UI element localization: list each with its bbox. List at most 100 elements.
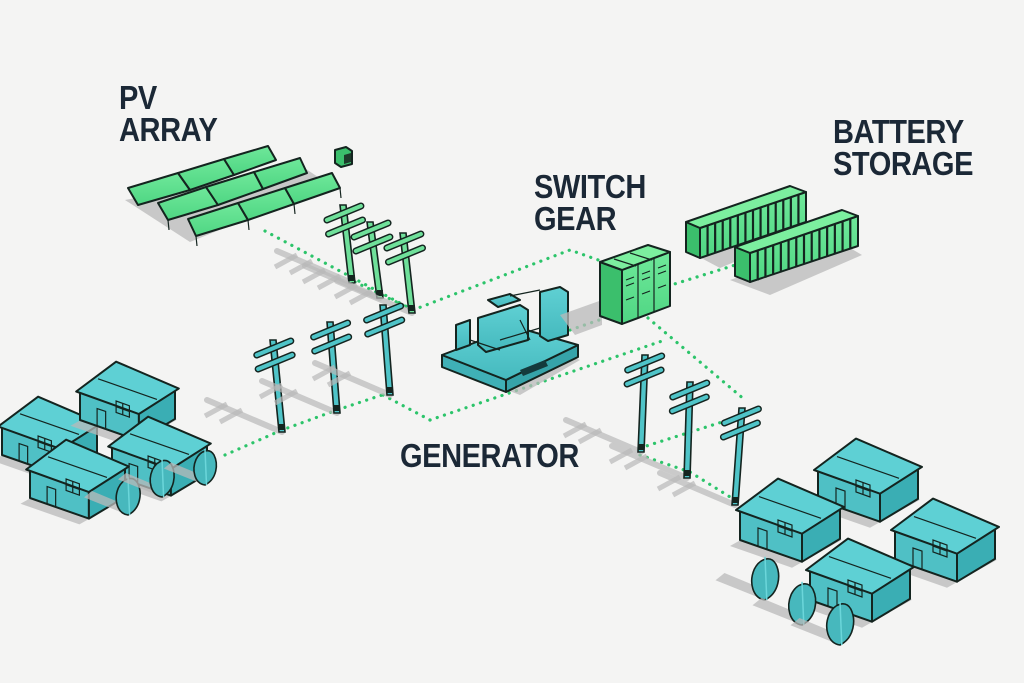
house-window: [855, 479, 871, 498]
house-window: [37, 435, 52, 454]
pole-crossarm: [324, 204, 363, 222]
pole-shadow-arms: [311, 364, 352, 388]
pole-crossarm: [312, 335, 351, 353]
switchgear-panels: [625, 264, 667, 301]
wire-switchgear-to-battery: [666, 260, 747, 288]
tree: [790, 601, 855, 646]
roof-ridge: [129, 433, 190, 455]
house: [20, 438, 130, 525]
pole-base-band: [732, 497, 738, 503]
pole-shadow-arms: [656, 474, 697, 498]
tree: [715, 556, 780, 601]
pole-crossarm: [722, 407, 761, 425]
tree: [163, 448, 218, 486]
pole-shadow: [312, 360, 393, 398]
house-roof: [75, 360, 180, 416]
roof-ridge: [47, 456, 108, 478]
pole-crossarm: [353, 235, 392, 253]
utility-pole: [333, 230, 426, 316]
switch-gear: [560, 244, 671, 335]
pole-shadow: [259, 378, 340, 416]
utility-pole: [608, 379, 711, 481]
house-roof: [805, 537, 915, 595]
house-roof: [107, 415, 212, 471]
pv-array-label-line-2: ARRAY: [119, 111, 218, 148]
pole-base-band: [377, 290, 383, 296]
house-roof: [890, 497, 1000, 555]
pole-shadow: [609, 443, 690, 481]
utility-pole: [656, 405, 762, 508]
house-door: [46, 485, 57, 507]
pole-shaft: [379, 304, 394, 396]
house-door: [128, 462, 139, 484]
pole-shadow-arms: [333, 282, 374, 306]
pole-shadow-arms: [203, 401, 244, 425]
pole-shaft: [637, 354, 649, 453]
pole-crossarm: [386, 246, 425, 264]
house-door: [827, 587, 838, 609]
pole-crossarm: [352, 221, 391, 239]
pole-shadow-arms: [258, 382, 299, 406]
utility-pole: [258, 319, 353, 416]
pole-crossarm: [365, 318, 404, 336]
roof-ridge: [97, 378, 158, 400]
utility-pole: [311, 302, 406, 398]
house-door: [18, 442, 29, 464]
pole-crossarm: [670, 381, 709, 399]
west-neighborhood: [0, 360, 218, 525]
inverter-box: [334, 146, 353, 168]
house-roof: [813, 437, 923, 495]
wire-poles-to-generator: [411, 248, 606, 312]
pole-base-band: [684, 470, 690, 476]
east-utility-poles: [562, 352, 762, 508]
pole-base-band: [349, 275, 355, 281]
pole-shadow: [657, 470, 738, 508]
pole-shadow-arms: [273, 252, 314, 276]
generator-label: GENERATOR: [400, 437, 579, 474]
pole-base-band: [279, 424, 285, 430]
pole-crossarm: [256, 353, 295, 371]
pole-shadow-arms: [608, 447, 649, 471]
roof-ridge: [19, 413, 80, 435]
roof-ridge: [913, 516, 977, 539]
house-door: [96, 407, 107, 429]
west-utility-poles: [203, 302, 406, 435]
tree-highlight: [764, 556, 768, 601]
pole-shadow-arms: [562, 421, 603, 445]
roof-ridge: [836, 456, 900, 479]
pole-shadow-arms: [301, 267, 342, 291]
pole-base-band: [334, 405, 340, 411]
switch-gear-label-line-1: SWITCH: [534, 168, 646, 205]
east-neighborhood: [715, 437, 1000, 646]
tree-highlight: [204, 448, 208, 486]
pole-shaft: [683, 381, 694, 479]
generator-label-line-1: GENERATOR: [400, 437, 579, 474]
house-door: [835, 487, 846, 509]
house: [885, 497, 1000, 588]
wire-generator-to-east-poles: [428, 338, 667, 422]
roof-ridge: [828, 556, 892, 579]
pole-crossarm: [670, 395, 709, 413]
pole-shadow: [204, 397, 285, 435]
house-window: [115, 400, 130, 419]
battery-container-2: [730, 209, 862, 295]
pole-crossarm: [625, 368, 664, 386]
pole-crossarm: [254, 339, 293, 357]
pv-array-label-line-1: PV: [119, 79, 157, 116]
pole-base-band: [387, 387, 393, 393]
pole-base-band: [638, 444, 644, 450]
tree-highlight: [839, 601, 843, 646]
pole-crossarm: [625, 354, 664, 372]
pole-crossarm: [384, 232, 423, 250]
wire-switchgear-to-east: [646, 316, 747, 402]
battery-storage: [685, 185, 862, 295]
tree-highlight: [801, 581, 805, 626]
pv-row-1: [127, 145, 277, 206]
pv-row-2: [157, 157, 308, 221]
pv-utility-poles: [273, 202, 426, 316]
pole-base-band: [409, 305, 415, 311]
house-window: [777, 519, 793, 538]
pole-crossarm: [721, 421, 760, 439]
battery-storage-label-line-1: BATTERY: [833, 113, 964, 150]
